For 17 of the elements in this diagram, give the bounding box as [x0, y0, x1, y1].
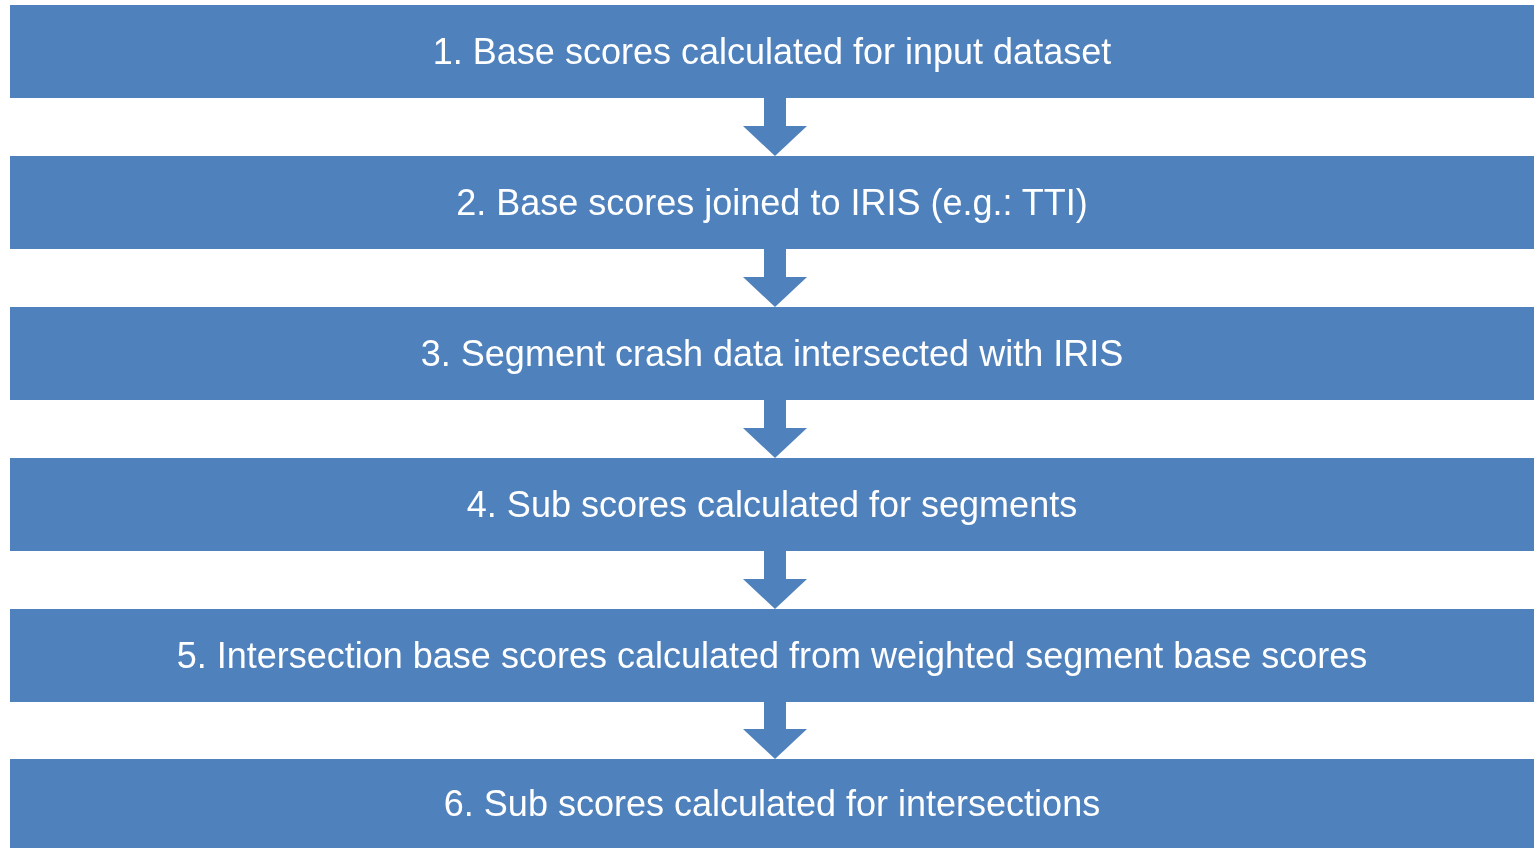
arrow — [743, 400, 807, 458]
step-text: 1. Base scores calculated for input dataset — [432, 31, 1112, 72]
process-box — [10, 759, 1534, 848]
step-text: 2. Base scores joined to IRIS (e.g.: TTI) — [456, 182, 1088, 223]
process-box — [10, 5, 1534, 98]
process-box — [10, 307, 1534, 400]
step-text: 3. Segment crash data intersected with IRIS — [420, 333, 1124, 374]
arrow — [743, 702, 807, 759]
process-box — [10, 609, 1534, 702]
step-text: 5. Intersection base scores calculated from weighted segment base scores — [176, 635, 1368, 676]
step-text: 4. Sub scores calculated for segments — [466, 484, 1078, 525]
arrow — [743, 551, 807, 609]
arrow — [743, 249, 807, 307]
arrow — [743, 98, 807, 156]
process-box — [10, 156, 1534, 249]
process-box — [10, 458, 1534, 551]
step-text: 6. Sub scores calculated for intersections — [443, 783, 1101, 824]
